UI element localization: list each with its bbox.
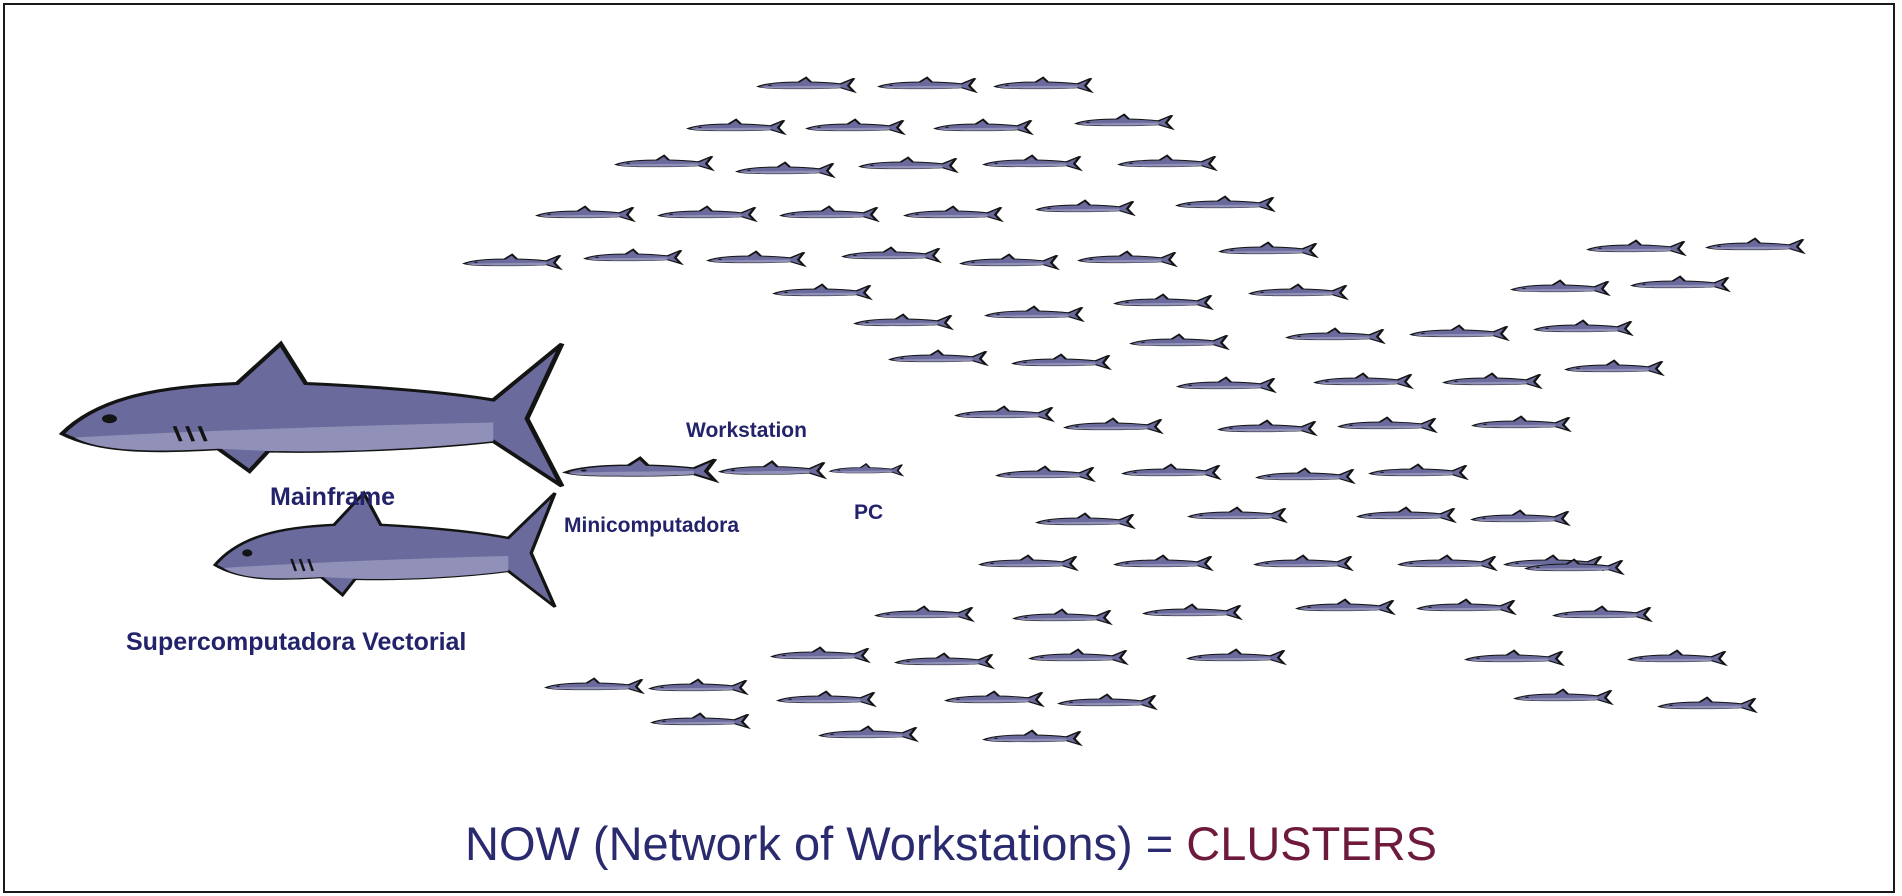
school-shark-icon xyxy=(758,78,854,92)
school-shark-icon xyxy=(984,156,1080,170)
school-shark-icon xyxy=(1297,600,1393,614)
mainframe-shark-icon xyxy=(62,344,562,487)
school-shark-icon xyxy=(855,315,951,329)
school-shark-icon xyxy=(659,207,755,221)
school-shark-icon xyxy=(1512,281,1608,295)
school-shark-icon xyxy=(905,207,1001,221)
school-shark-icon xyxy=(995,78,1091,92)
school-shark-icon xyxy=(1144,605,1240,619)
school-shark-icon xyxy=(935,120,1031,134)
school-shark-icon xyxy=(1119,156,1215,170)
school-shark-icon xyxy=(890,351,986,365)
school-shark-icon xyxy=(652,714,748,728)
school-shark-icon xyxy=(860,158,956,172)
minicomputer-shark-icon xyxy=(565,458,715,481)
school-shark-icon xyxy=(1255,556,1351,570)
workstation-shark-icon xyxy=(720,462,824,478)
school-shark-icon xyxy=(1418,600,1514,614)
school-shark-icon xyxy=(781,207,877,221)
school-shark-icon xyxy=(1177,197,1273,211)
school-shark-icon xyxy=(1287,329,1383,343)
school-shark-icon xyxy=(1632,277,1728,291)
school-shark-icon xyxy=(585,250,681,264)
school-shark-icon xyxy=(997,467,1093,481)
school-shark-icon xyxy=(537,207,633,221)
school-shark-icon xyxy=(774,285,870,299)
school-shark-icon xyxy=(984,731,1080,745)
school-shark-icon xyxy=(1588,241,1684,255)
school-shark-icon xyxy=(1131,335,1227,349)
school-shark-icon xyxy=(1013,355,1109,369)
school-shark-icon xyxy=(820,727,916,741)
school-shark-icon xyxy=(1358,508,1454,522)
school-shark-icon xyxy=(737,163,833,177)
school-shark-icon xyxy=(1189,508,1285,522)
pc-shark-icon xyxy=(830,464,902,475)
school-shark-icon xyxy=(1250,285,1346,299)
school-shark-icon xyxy=(956,407,1052,421)
school-shark-icon xyxy=(464,255,560,269)
school-shark-icon xyxy=(1315,374,1411,388)
school-shark-icon xyxy=(807,120,903,134)
workstation-label: Workstation xyxy=(686,419,807,442)
school-shark-icon xyxy=(1079,252,1175,266)
school-shark-icon xyxy=(778,692,874,706)
caption: NOW (Network of Workstations) = CLUSTERS xyxy=(0,820,1902,867)
school-shark-icon xyxy=(1030,650,1126,664)
school-shark-icon xyxy=(986,307,1082,321)
school-shark-icon xyxy=(980,556,1076,570)
school-shark-icon xyxy=(616,156,712,170)
pc-label: PC xyxy=(854,501,884,524)
school-shark-icon xyxy=(1115,295,1211,309)
school-shark-icon xyxy=(1188,650,1284,664)
school-shark-icon xyxy=(1219,421,1315,435)
school-shark-icon xyxy=(650,680,746,694)
school-shark-icon xyxy=(876,607,972,621)
school-shark-icon xyxy=(843,248,939,262)
school-shark-icon xyxy=(1444,374,1540,388)
school-shark-icon xyxy=(1065,419,1161,433)
school-shark-icon xyxy=(1535,321,1631,335)
school-of-sharks xyxy=(464,78,1803,745)
school-shark-icon xyxy=(1554,607,1650,621)
school-shark-icon xyxy=(688,120,784,134)
school-shark-icon xyxy=(708,252,804,266)
school-shark-icon xyxy=(1707,239,1803,253)
minicomputer-label: Minicomputadora xyxy=(564,514,740,537)
school-shark-icon xyxy=(1059,695,1155,709)
school-shark-icon xyxy=(1399,556,1495,570)
school-shark-icon xyxy=(1123,465,1219,479)
school-shark-icon xyxy=(1411,326,1507,340)
school-shark-icon xyxy=(1370,465,1466,479)
school-shark-icon xyxy=(1339,418,1435,432)
school-shark-icon xyxy=(1037,514,1133,528)
computer-sharks xyxy=(62,344,902,607)
school-shark-icon xyxy=(1115,556,1211,570)
school-shark-icon xyxy=(1220,243,1316,257)
school-shark-icon xyxy=(772,648,868,662)
school-shark-icon xyxy=(1037,201,1133,215)
school-shark-icon xyxy=(1466,651,1562,665)
caption-text: NOW (Network of Workstations) = xyxy=(465,817,1187,870)
caption-highlight: CLUSTERS xyxy=(1186,817,1437,870)
school-shark-icon xyxy=(1515,690,1611,704)
school-shark-icon xyxy=(546,679,642,693)
school-shark-icon xyxy=(879,78,975,92)
school-shark-icon xyxy=(946,692,1042,706)
school-shark-icon xyxy=(961,255,1057,269)
school-shark-icon xyxy=(1566,361,1662,375)
mainframe-label: Mainframe xyxy=(270,483,396,511)
supercomputer-label: Supercomputadora Vectorial xyxy=(126,628,467,656)
school-shark-icon xyxy=(1076,115,1172,129)
school-shark-icon xyxy=(896,654,992,668)
school-shark-icon xyxy=(1178,378,1274,392)
school-shark-icon xyxy=(1014,610,1110,624)
school-shark-icon xyxy=(1472,511,1568,525)
school-shark-icon xyxy=(1257,469,1353,483)
school-shark-icon xyxy=(1473,417,1569,431)
school-shark-icon xyxy=(1659,698,1755,712)
school-shark-icon xyxy=(1629,651,1725,665)
